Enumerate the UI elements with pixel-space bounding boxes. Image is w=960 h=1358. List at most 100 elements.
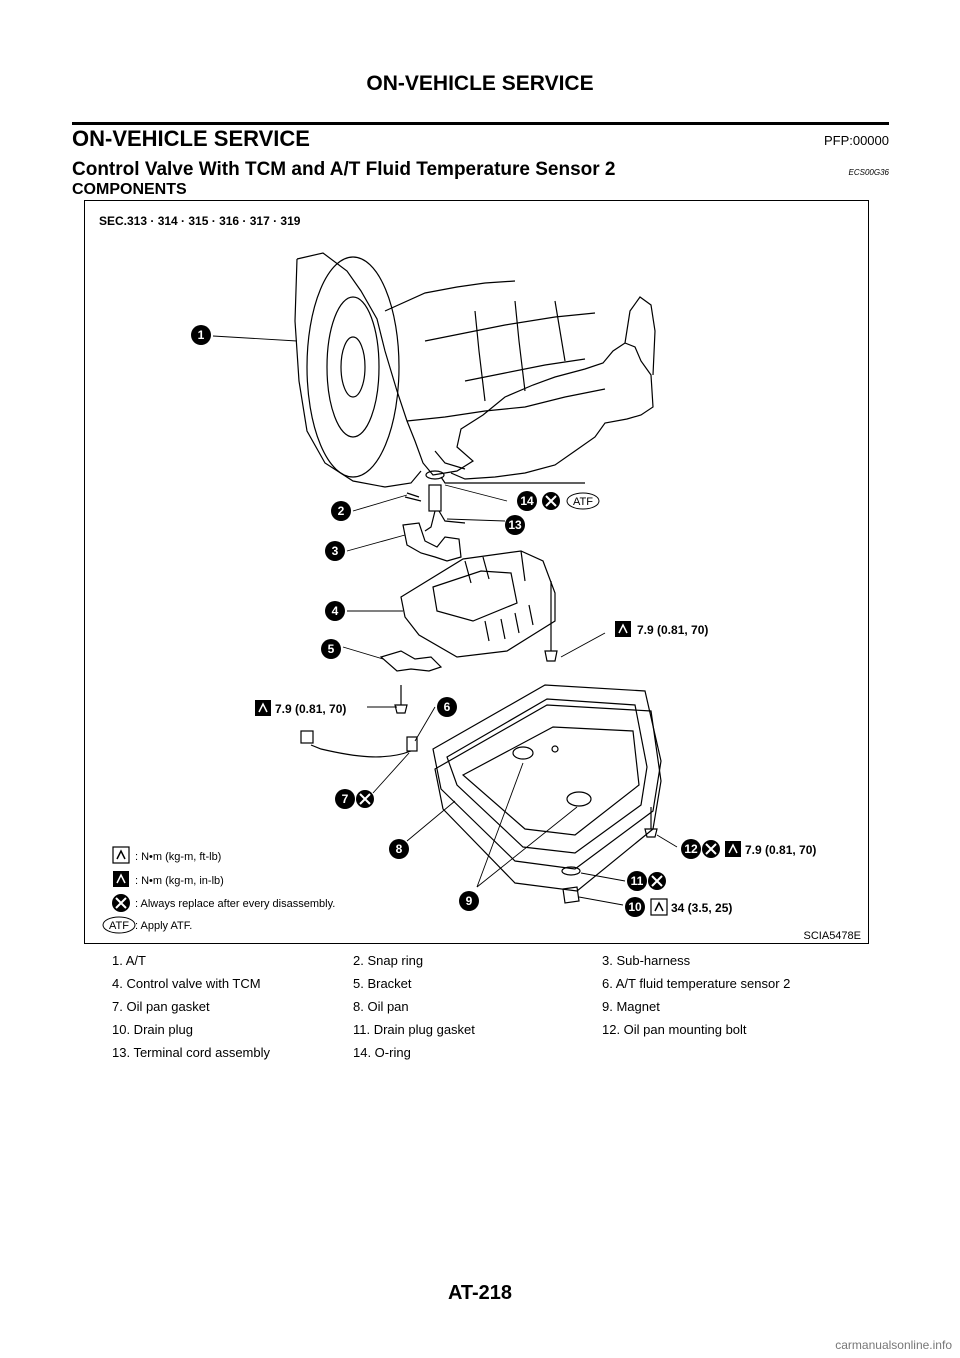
wrench-icon xyxy=(654,901,664,912)
figure-id: SCIA5478E xyxy=(804,930,861,942)
terminal-cord-drawing xyxy=(404,470,466,532)
table-row: 13. Terminal cord assembly 14. O-ring xyxy=(112,1041,872,1064)
page-number: AT-218 xyxy=(447,1282,513,1304)
callout-3: 3 xyxy=(325,541,345,561)
running-header: ON-VEHICLE SERVICE xyxy=(366,72,594,95)
svg-text:: Always replace after every d: : Always replace after every disassembly… xyxy=(135,898,335,910)
subsection-code: ECS00G36 xyxy=(848,168,889,177)
table-cell: 7. Oil pan gasket xyxy=(112,999,210,1014)
svg-text:7.9 (0.81, 70): 7.9 (0.81, 70) xyxy=(637,623,708,637)
svg-text:4: 4 xyxy=(332,604,339,618)
leader-lines xyxy=(212,335,678,906)
callout-5: 5 xyxy=(321,639,341,659)
bracket-drawing xyxy=(379,650,443,672)
callout-6: 6 xyxy=(437,697,457,717)
replace-icon xyxy=(702,840,720,858)
table-row: 1. A/T 2. Snap ring 3. Sub-harness xyxy=(112,949,872,972)
table-cell: 6. A/T fluid temperature sensor 2 xyxy=(602,976,791,991)
table-cell xyxy=(602,1041,872,1064)
torque-ft-lb-icon xyxy=(116,849,126,860)
components-heading: COMPONENTS xyxy=(72,181,187,198)
svg-text:7: 7 xyxy=(342,792,349,806)
exploded-view-figure: SEC.313 · 314 · 315 · 316 · 317 · 319 xyxy=(84,200,869,944)
table-cell: 4. Control valve with TCM xyxy=(112,976,261,991)
sec-label: SEC.313 · 314 · 315 · 316 · 317 · 319 xyxy=(99,214,301,228)
legend: : N•m (kg-m, ft-lb) : N•m (kg-m, in-lb) … xyxy=(102,846,335,934)
svg-text:14: 14 xyxy=(520,494,534,508)
svg-text:ATF: ATF xyxy=(573,496,593,508)
callout-11: 11 xyxy=(627,871,647,891)
header-rule xyxy=(72,122,889,125)
svg-text:2: 2 xyxy=(338,504,345,518)
table-row: 4. Control valve with TCM 5. Bracket 6. … xyxy=(112,972,872,995)
callout-9: 9 xyxy=(459,891,479,911)
callout-10: 10 xyxy=(625,897,645,917)
callout-8: 8 xyxy=(389,839,409,859)
torque-callout-drain-plug: 34 (3.5, 25) xyxy=(650,898,732,916)
legend-item-ft-lb: : N•m (kg-m, ft-lb) xyxy=(112,846,221,864)
torque-in-lb-icon xyxy=(116,873,126,884)
callout-2: 2 xyxy=(331,501,351,521)
svg-text:13: 13 xyxy=(508,518,522,532)
svg-text:: Apply ATF.: : Apply ATF. xyxy=(135,920,192,932)
callout-markers: 1 2 3 4 5 6 7 8 9 10 11 12 13 14 xyxy=(191,325,701,917)
svg-text:12: 12 xyxy=(684,842,698,856)
callout-14: 14 xyxy=(517,491,537,511)
replace-icon xyxy=(542,492,560,510)
svg-text:10: 10 xyxy=(628,900,642,914)
wrench-icon xyxy=(728,843,738,854)
callout-1: 1 xyxy=(191,325,211,345)
oil-pan-drawing xyxy=(432,684,662,892)
table-row: 10. Drain plug 11. Drain plug gasket 12.… xyxy=(112,1018,872,1041)
section-title: ON-VEHICLE SERVICE xyxy=(72,126,310,151)
replace-markers xyxy=(356,492,720,890)
wrench-icon xyxy=(258,702,268,713)
control-valve-drawing xyxy=(400,550,558,662)
svg-text:5: 5 xyxy=(328,642,335,656)
svg-text:: N•m (kg-m, in-lb): : N•m (kg-m, in-lb) xyxy=(135,875,224,887)
atf-icon: ATF xyxy=(109,920,129,932)
table-cell: 13. Terminal cord assembly xyxy=(112,1045,270,1060)
atf-badge: ATF xyxy=(566,492,600,510)
table-cell: 9. Magnet xyxy=(602,999,660,1014)
watermark: carmanualsonline.info xyxy=(835,1338,952,1352)
torque-callout-oil-pan-bolt: 7.9 (0.81, 70) xyxy=(725,841,816,857)
table-cell: 14. O-ring xyxy=(353,1045,411,1060)
table-cell: 10. Drain plug xyxy=(112,1022,193,1037)
drain-plug-drawing xyxy=(561,807,658,904)
legend-item-atf: ATF : Apply ATF. xyxy=(102,916,192,934)
svg-text:7.9 (0.81, 70): 7.9 (0.81, 70) xyxy=(275,702,346,716)
table-cell: 2. Snap ring xyxy=(353,953,424,968)
replace-icon xyxy=(648,872,666,890)
callout-4: 4 xyxy=(325,601,345,621)
svg-text:11: 11 xyxy=(631,874,644,888)
transmission-drawing xyxy=(294,252,656,488)
subsection-title: Control Valve With TCM and A/T Fluid Tem… xyxy=(72,159,616,180)
callout-13: 13 xyxy=(505,515,525,535)
svg-text:9: 9 xyxy=(466,894,473,908)
legend-item-replace: : Always replace after every disassembly… xyxy=(112,894,335,912)
exploded-view-drawing: SEC.313 · 314 · 315 · 316 · 317 · 319 xyxy=(99,214,861,942)
table-cell: 12. Oil pan mounting bolt xyxy=(602,1022,747,1037)
sensor-drawing xyxy=(300,685,418,758)
table-cell: 8. Oil pan xyxy=(353,999,409,1014)
svg-text:: N•m (kg-m, ft-lb): : N•m (kg-m, ft-lb) xyxy=(135,851,221,863)
torque-callout-control-valve: 7.9 (0.81, 70) xyxy=(615,621,708,637)
parts-legend-table: 1. A/T 2. Snap ring 3. Sub-harness 4. Co… xyxy=(112,949,872,1064)
callout-12: 12 xyxy=(681,839,701,859)
callout-7: 7 xyxy=(335,789,355,809)
svg-text:7.9 (0.81, 70): 7.9 (0.81, 70) xyxy=(745,843,816,857)
wrench-icon xyxy=(618,623,628,634)
svg-text:1: 1 xyxy=(198,328,205,342)
table-cell: 1. A/T xyxy=(112,953,146,968)
torque-callout-sensor: 7.9 (0.81, 70) xyxy=(255,700,346,716)
table-cell: 11. Drain plug gasket xyxy=(353,1022,475,1037)
svg-text:34 (3.5, 25): 34 (3.5, 25) xyxy=(671,901,732,915)
svg-text:8: 8 xyxy=(396,842,403,856)
replace-icon xyxy=(356,790,374,808)
section-code: PFP:00000 xyxy=(823,133,889,148)
table-row: 7. Oil pan gasket 8. Oil pan 9. Magnet xyxy=(112,995,872,1018)
legend-item-in-lb: : N•m (kg-m, in-lb) xyxy=(113,871,224,887)
table-cell: 3. Sub-harness xyxy=(602,953,691,968)
svg-text:3: 3 xyxy=(332,544,339,558)
